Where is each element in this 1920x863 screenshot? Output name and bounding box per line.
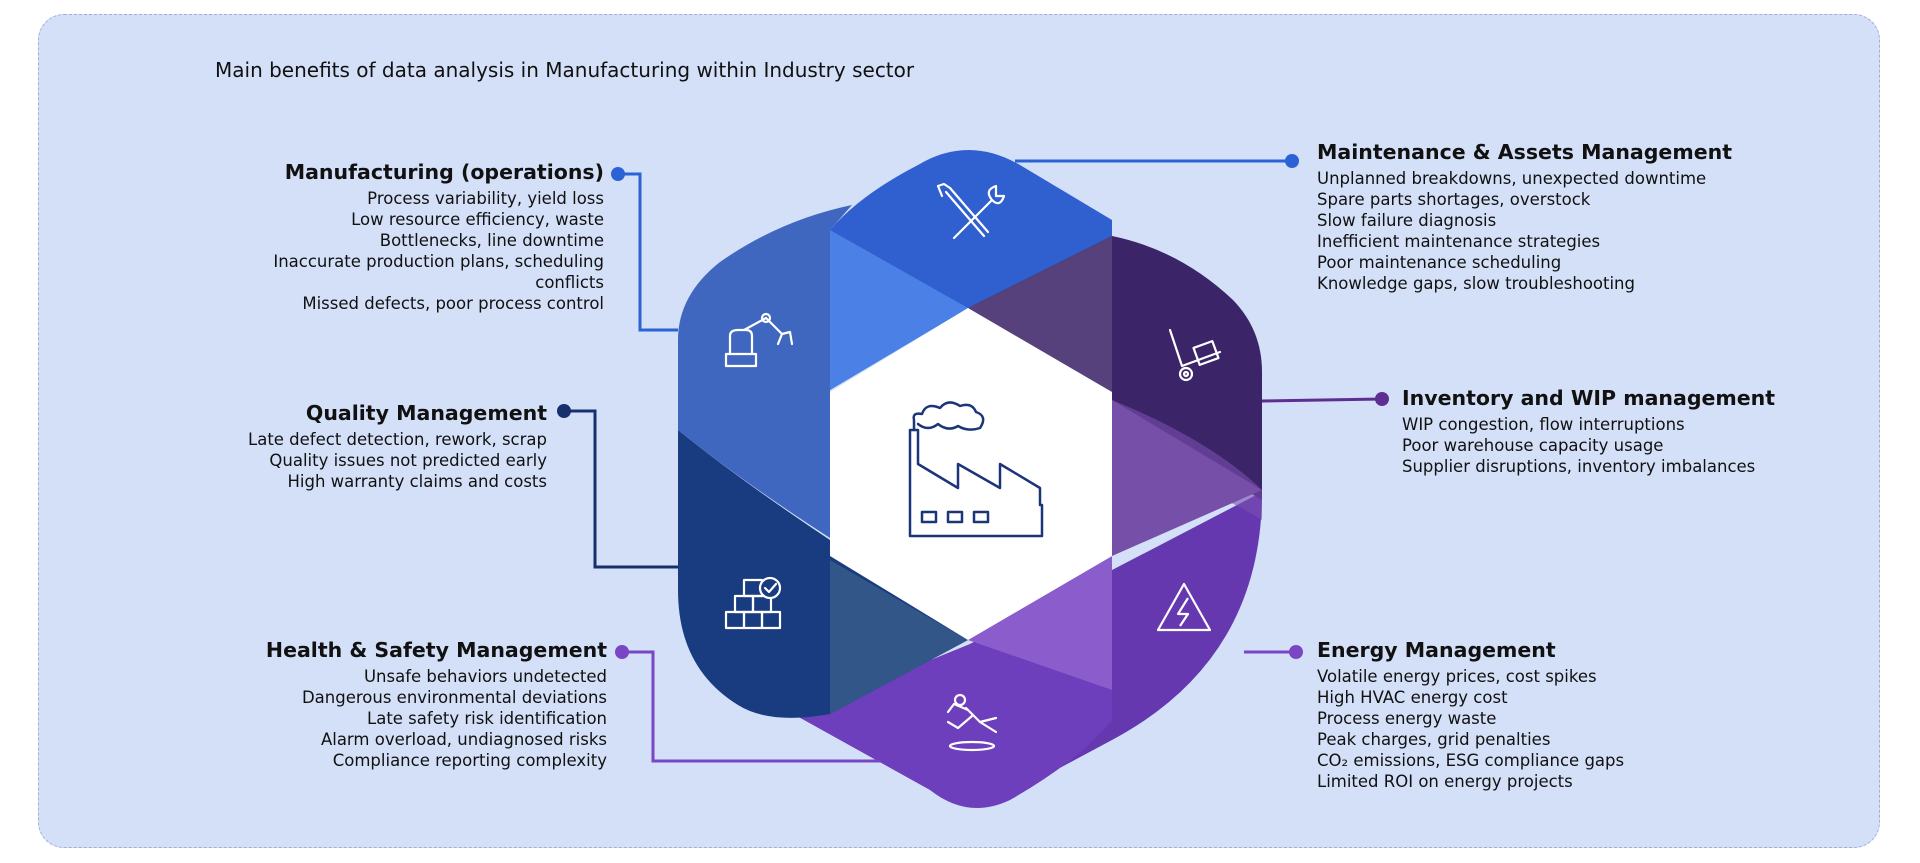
list-item: WIP congestion, flow interruptions (1402, 415, 1685, 434)
list-item: Late safety risk identification (367, 709, 607, 728)
list-item: Late defect detection, rework, scrap (248, 430, 547, 449)
list-item: Process energy waste (1317, 709, 1497, 728)
list-item: Bottlenecks, line downtime (379, 231, 604, 250)
list-item: Quality issues not predicted early (269, 451, 547, 470)
list-item: Knowledge gaps, slow troubleshooting (1317, 274, 1635, 293)
list-inventory: WIP congestion, flow interruptions Poor … (1402, 414, 1822, 477)
segment-manufacturing (678, 205, 852, 538)
dot-maintenance (1285, 154, 1299, 168)
robot-arm-icon (724, 312, 794, 368)
list-item: Volatile energy prices, cost spikes (1317, 667, 1597, 686)
list-item: Unplanned breakdowns, unexpected downtim… (1317, 169, 1707, 188)
connector-health (622, 650, 880, 763)
center-hexagon (830, 308, 1112, 640)
list-item: High HVAC energy cost (1317, 688, 1508, 707)
block-quality: Quality Management Late defect detection… (187, 400, 547, 492)
overlap-energy-health (968, 556, 1112, 690)
slip-fall-icon (946, 693, 998, 752)
connector-quality (564, 409, 678, 569)
overlap-inventory-energy-mid (1112, 400, 1262, 556)
heading-quality: Quality Management (305, 401, 547, 425)
block-inventory: Inventory and WIP management WIP congest… (1402, 385, 1822, 477)
dot-manufacturing (611, 167, 625, 181)
block-manufacturing: Manufacturing (operations) Process varia… (224, 159, 604, 314)
block-health: Health & Safety Management Unsafe behavi… (227, 637, 607, 771)
list-item: Spare parts shortages, overstock (1317, 190, 1591, 209)
list-item: Low resource efficiency, waste (351, 210, 604, 229)
overlap-quality-health (830, 560, 968, 714)
heading-energy: Energy Management (1317, 638, 1556, 662)
list-item: Process variability, yield loss (367, 189, 604, 208)
list-item: Inaccurate production plans, scheduling … (273, 252, 604, 292)
block-energy: Energy Management Volatile energy prices… (1317, 637, 1757, 792)
list-maintenance: Unplanned breakdowns, unexpected downtim… (1317, 168, 1757, 294)
list-item: Slow failure diagnosis (1317, 211, 1497, 230)
list-energy: Volatile energy prices, cost spikes High… (1317, 666, 1757, 792)
tools-icon (936, 182, 1006, 240)
list-item: Poor maintenance scheduling (1317, 253, 1562, 272)
list-item: Peak charges, grid penalties (1317, 730, 1551, 749)
overlap-maintenance-inventory (968, 236, 1112, 400)
list-quality: Late defect detection, rework, scrap Qua… (187, 429, 547, 492)
list-item: CO₂ emissions, ESG compliance gaps (1317, 751, 1625, 770)
list-item: Poor warehouse capacity usage (1402, 436, 1664, 455)
list-item: Supplier disruptions, inventory imbalanc… (1402, 457, 1756, 476)
dot-inventory (1375, 392, 1389, 406)
dot-energy (1289, 645, 1303, 659)
high-voltage-icon (1156, 582, 1212, 632)
diagram-title: Main benefits of data analysis in Manufa… (215, 58, 915, 82)
list-manufacturing: Process variability, yield loss Low reso… (224, 188, 604, 314)
connector-manufacturing (618, 172, 678, 332)
factory-icon (908, 401, 1044, 538)
heading-maintenance: Maintenance & Assets Management (1317, 140, 1732, 164)
heading-manufacturing: Manufacturing (operations) (284, 160, 604, 184)
list-item: Inefficient maintenance strategies (1317, 232, 1601, 251)
connector-inventory (1261, 397, 1383, 403)
list-item: Missed defects, poor process control (302, 294, 604, 313)
dot-quality (557, 404, 571, 418)
list-item: Compliance reporting complexity (332, 751, 607, 770)
block-maintenance: Maintenance & Assets Management Unplanne… (1317, 139, 1757, 294)
overlap-manufacturing-maintenance (830, 230, 968, 390)
heading-health: Health & Safety Management (265, 638, 607, 662)
boxes-check-icon (724, 576, 782, 630)
list-item: High warranty claims and costs (287, 472, 547, 491)
list-item: Alarm overload, undiagnosed risks (320, 730, 607, 749)
heading-inventory: Inventory and WIP management (1402, 386, 1776, 410)
list-item: Dangerous environmental deviations (301, 688, 607, 707)
list-health: Unsafe behaviors undetected Dangerous en… (227, 666, 607, 771)
list-item: Unsafe behaviors undetected (363, 667, 607, 686)
dot-health (615, 645, 629, 659)
list-item: Limited ROI on energy projects (1317, 772, 1573, 791)
hand-truck-icon (1168, 328, 1222, 382)
